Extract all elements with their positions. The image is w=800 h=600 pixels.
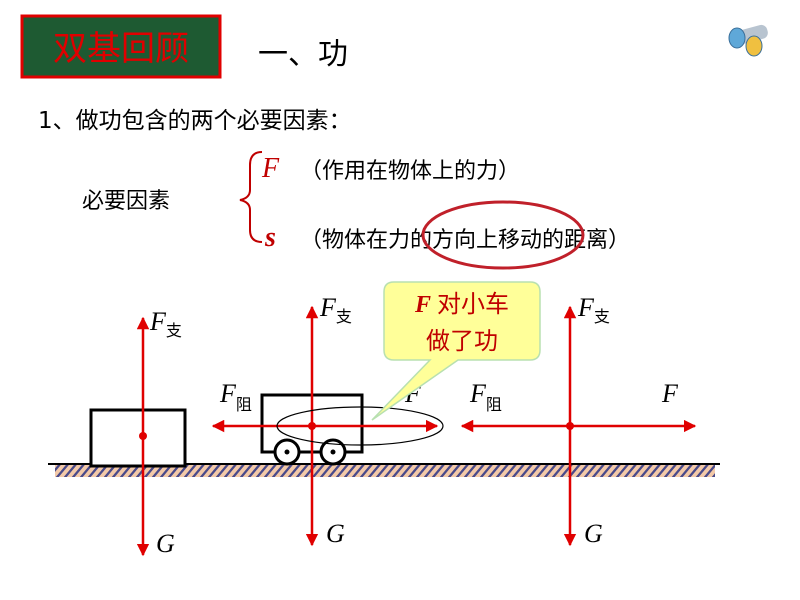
binoculars-icon xyxy=(728,24,768,57)
factor-text-force: （作用在物体上的力） xyxy=(300,159,520,184)
resist-label-2: F阻 xyxy=(219,379,252,414)
section-title: 一、功 xyxy=(258,37,348,72)
factor-symbol-f: F xyxy=(261,153,280,184)
support-label-1: F支 xyxy=(149,307,182,340)
badge-text: 双基回顾 xyxy=(53,29,189,69)
resist-label-3: F阻 xyxy=(469,379,502,414)
center-dot-1 xyxy=(139,432,147,440)
point-1-heading: 1、做功包含的两个必要因素： xyxy=(38,108,352,134)
force-label-3: F xyxy=(661,379,679,408)
section-badge: 双基回顾 xyxy=(20,14,222,79)
support-label-2: F支 xyxy=(319,293,352,326)
support-label-3: F支 xyxy=(577,293,610,326)
highlight-ellipse xyxy=(421,200,585,270)
block xyxy=(89,408,187,468)
center-dot-3 xyxy=(566,422,574,430)
center-dot-2 xyxy=(308,422,316,430)
factor-symbol-s: s xyxy=(264,222,276,253)
force-ellipse xyxy=(276,406,444,446)
brace xyxy=(239,151,263,243)
gravity-label-2: G xyxy=(326,519,345,548)
gravity-label-1: G xyxy=(156,529,175,558)
gravity-label-3: G xyxy=(584,519,603,548)
callout-line-2: 做了功 xyxy=(426,327,498,355)
ground-hatch xyxy=(55,465,715,477)
factors-label: 必要因素 xyxy=(82,189,170,214)
